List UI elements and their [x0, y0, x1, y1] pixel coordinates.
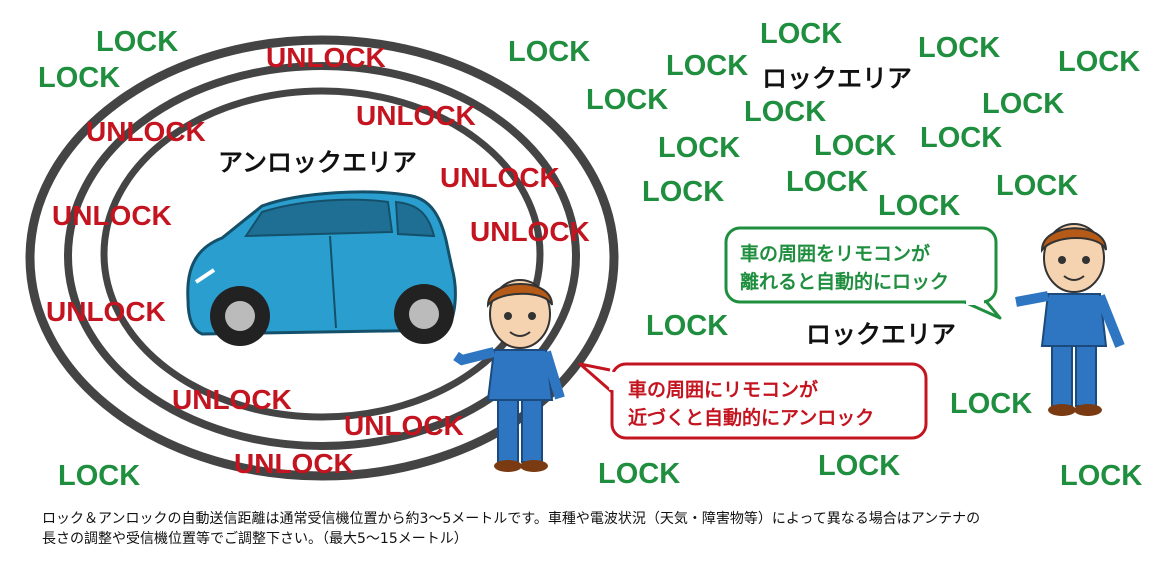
unlock-label: UNLOCK	[440, 162, 560, 193]
lock-label: LOCK	[1060, 460, 1143, 492]
lock-bubble-line1: 車の周囲をリモコンが	[740, 242, 930, 265]
unlock-label: UNLOCK	[470, 216, 590, 247]
unlock-range-rings	[25, 35, 619, 481]
lock-label: LOCK	[646, 310, 729, 342]
unlock-label: UNLOCK	[52, 200, 172, 231]
unlock-bubble-line2: 近づくと自動的にアンロック	[628, 406, 874, 429]
unlock-label: UNLOCK	[266, 42, 386, 73]
lock-label: LOCK	[786, 166, 869, 198]
lock-label: LOCK	[1058, 46, 1141, 78]
unlock-label: UNLOCK	[86, 116, 206, 147]
caption: ロック＆アンロックの自動送信距離は通常受信機位置から約3～5メートルです。車種や…	[42, 509, 1152, 549]
lock-label: LOCK	[598, 458, 681, 490]
unlock-area-label: アンロックエリア	[218, 148, 418, 177]
caption-line-2: 長さの調整や受信機位置等でご調整下さい。（最大5～15メートル）	[42, 531, 468, 547]
lock-label: LOCK	[918, 32, 1001, 64]
lock-label: LOCK	[818, 450, 901, 482]
unlock-label: UNLOCK	[172, 384, 292, 415]
lock-label: LOCK	[744, 96, 827, 128]
lock-area-label: ロックエリア	[762, 64, 913, 93]
unlock-label: UNLOCK	[344, 410, 464, 441]
person-left	[453, 279, 565, 472]
lock-label: LOCK	[586, 84, 669, 116]
lock-area-label: ロックエリア	[806, 320, 957, 349]
lock-label: LOCK	[508, 36, 591, 68]
lock-label: LOCK	[642, 176, 725, 208]
lock-label: LOCK	[982, 88, 1065, 120]
unlock-label: UNLOCK	[356, 100, 476, 131]
lock-label: LOCK	[878, 190, 961, 222]
lock-bubble	[724, 226, 1002, 320]
unlock-bubble	[578, 362, 928, 440]
lock-label: LOCK	[996, 170, 1079, 202]
lock-label: LOCK	[58, 460, 141, 492]
unlock-label: UNLOCK	[234, 448, 354, 479]
lock-label: LOCK	[950, 388, 1033, 420]
unlock-label: UNLOCK	[46, 296, 166, 327]
person-right	[1015, 223, 1125, 416]
lock-label: LOCK	[814, 130, 897, 162]
lock-label: LOCK	[760, 18, 843, 50]
lock-label: LOCK	[920, 122, 1003, 154]
lock-bubble-line2: 離れると自動的にロック	[740, 270, 949, 293]
caption-line-1: ロック＆アンロックの自動送信距離は通常受信機位置から約3～5メートルです。車種や…	[42, 511, 981, 527]
unlock-bubble-line1: 車の周囲にリモコンが	[628, 378, 818, 401]
lock-label: LOCK	[658, 132, 741, 164]
lock-label: LOCK	[666, 50, 749, 82]
lock-label: LOCK	[96, 26, 179, 58]
car-illustration	[186, 190, 457, 346]
lock-label: LOCK	[38, 62, 121, 94]
